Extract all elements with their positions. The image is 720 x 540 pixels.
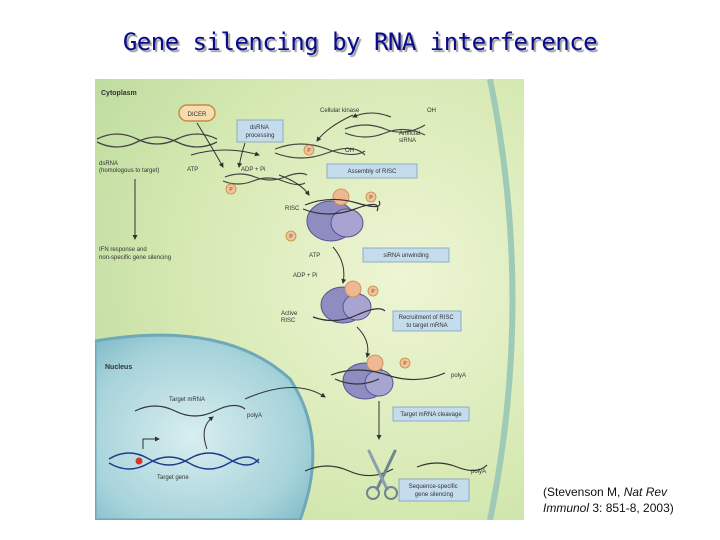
box-target-cleavage xyxy=(392,406,470,422)
label-oh-left: OH xyxy=(345,148,354,154)
label-cellular-kinase: Cellular kinase xyxy=(320,108,360,114)
label-adp-pi1: ADP + Pi xyxy=(241,167,265,173)
box-dsrna-processing xyxy=(236,119,284,143)
label-cytoplasm: Cytoplasm xyxy=(101,90,137,97)
svg-text:P: P xyxy=(307,148,311,154)
label-nucleus: Nucleus xyxy=(105,364,132,371)
arrow-unwinding xyxy=(332,246,347,284)
phosphate-6 xyxy=(399,357,411,369)
label-active-risc: Active RISC xyxy=(281,311,299,324)
active-risc-complex xyxy=(312,280,386,324)
citation: (Stevenson M, Nat Rev Immunol 3: 851-8, … xyxy=(543,485,674,515)
label-target-mrna: Target mRNA xyxy=(169,397,205,403)
risc-complex xyxy=(302,188,381,242)
label-atp2: ATP xyxy=(309,253,320,259)
label-dicer: DICER xyxy=(188,112,207,118)
svg-text:dsRNA processing: dsRNA processing xyxy=(245,125,274,139)
phosphate-5 xyxy=(367,285,379,297)
label-oh-top: OH xyxy=(427,108,436,114)
box-assembly-of-risc xyxy=(326,163,418,179)
svg-text:P: P xyxy=(403,361,407,367)
svg-text:siRNA unwinding: siRNA unwinding xyxy=(383,253,428,259)
arrow-kinase xyxy=(316,114,354,142)
phosphate-2 xyxy=(303,144,315,156)
label-dsrna: dsRNA (homologous to target) xyxy=(99,161,159,174)
label-polya-2: polyA xyxy=(247,413,262,419)
slide-title: Gene silencing by RNA interference xyxy=(122,28,598,56)
nuclear-mrna xyxy=(134,404,246,417)
box-recruitment xyxy=(392,310,462,332)
arrow-artificial xyxy=(352,112,392,118)
dicer-enzyme xyxy=(178,104,216,122)
sirna-duplex xyxy=(224,172,308,181)
risc-on-mrna xyxy=(330,354,446,400)
label-ifn: IFN response and non-specific gene silen… xyxy=(99,247,171,261)
arrow-atp1 xyxy=(190,149,260,157)
arrow-dicer xyxy=(196,122,224,168)
svg-text:Sequence-specific gene sil: Sequence-specific gene silencing xyxy=(409,484,460,498)
rnai-pathway-diagram: Cytoplasm Nucleus DICER dsRNA (homologou… xyxy=(95,79,524,520)
arrow-to-risc xyxy=(278,174,310,196)
arrow-export xyxy=(244,387,326,400)
svg-text:Assembly of RISC: Assembly of RISC xyxy=(348,169,397,175)
scissors-icon xyxy=(366,449,398,500)
arrow-recruitment xyxy=(356,326,371,358)
phosphate-1 xyxy=(225,183,237,195)
svg-text:P: P xyxy=(229,187,233,193)
label-polya-1: polyA xyxy=(451,373,466,379)
long-dsrna xyxy=(96,133,218,145)
target-gene-dna xyxy=(108,436,260,470)
svg-text:P: P xyxy=(371,289,375,295)
box-sequence-specific xyxy=(398,478,470,502)
phosphate-4 xyxy=(285,230,297,242)
label-adp-pi2: ADP + Pi xyxy=(293,273,317,279)
label-target-gene: Target gene xyxy=(157,475,189,481)
box-sirna-unwinding xyxy=(362,247,450,263)
arrow-transcription xyxy=(203,416,214,450)
svg-text:Target mRNA cleavage: Target mRNA cleavage xyxy=(400,412,462,418)
svg-text:Recruitment of RISC to tar: Recruitment of RISC to target mRNA xyxy=(399,315,456,329)
cell-membrane xyxy=(487,79,516,520)
svg-text:P: P xyxy=(289,234,293,240)
label-atp1: ATP xyxy=(187,167,198,173)
nucleus xyxy=(95,333,315,520)
label-artificial-sirna: Artificial siRNA xyxy=(399,131,422,144)
label-risc: RISC xyxy=(285,206,300,212)
phosphate-3 xyxy=(365,191,377,203)
svg-text:P: P xyxy=(369,195,373,201)
label-polya-3: polyA xyxy=(471,469,486,475)
